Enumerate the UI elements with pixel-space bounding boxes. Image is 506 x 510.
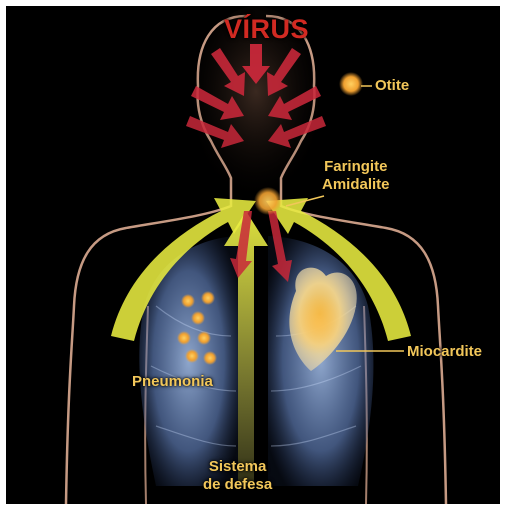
body-illustration — [6, 6, 500, 504]
label-sistema: Sistema — [203, 458, 272, 476]
label-pneumonia: Pneumonia — [132, 373, 213, 391]
label-faringite-amidalite: Faringite Amidalite — [322, 158, 390, 194]
title-virus: VÍRUS — [224, 14, 309, 45]
label-sistema-de-defesa: Sistema de defesa — [203, 458, 272, 494]
label-faringite: Faringite — [322, 158, 390, 176]
label-otite: Otite — [375, 77, 409, 95]
label-amidalite: Amidalite — [322, 176, 390, 194]
infection-diagram: VÍRUS Otite Faringite Amidalite Miocardi… — [6, 6, 500, 504]
label-de-defesa: de defesa — [203, 476, 272, 494]
label-miocardite: Miocardite — [407, 343, 482, 361]
